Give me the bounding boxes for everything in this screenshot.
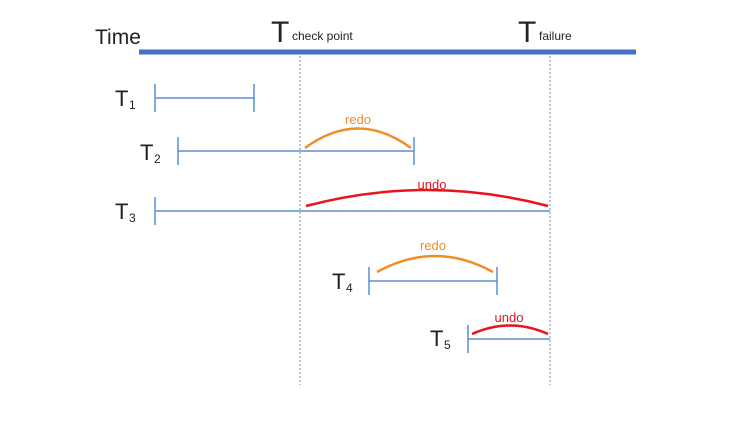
t5-undo-label: undo [495,310,524,325]
t2-label-sub: 2 [154,152,161,166]
t3-label-sub: 3 [129,211,136,225]
transaction-t3: T 3 undo [115,177,550,225]
checkpoint-label-sub: check point [292,29,353,43]
t3-undo-arc [305,188,549,208]
t1-label-sub: 1 [129,98,136,112]
t1-label-main: T [115,86,128,111]
t3-interval [154,197,550,225]
t2-redo-arc [304,127,412,150]
t2-interval [177,137,415,165]
t5-label-main: T [430,326,443,351]
t2-label-main: T [140,140,153,165]
t4-label-sub: 4 [346,281,353,295]
t4-redo-arc [376,254,494,274]
t4-redo-label: redo [420,238,446,253]
t4-interval [368,267,498,295]
t1-interval [154,84,255,112]
t3-undo-label: undo [418,177,447,192]
transaction-t4: T 4 redo [332,238,498,295]
transaction-t5: T 5 undo [430,310,550,353]
transaction-t2: T 2 redo [140,112,415,166]
time-axis-label: Time [95,26,141,49]
checkpoint-label-main: T [271,16,289,49]
t3-label-main: T [115,199,128,224]
t5-undo-arc [471,324,549,336]
t5-label-sub: 5 [444,338,451,352]
checkpoint-label: T check point [271,16,353,49]
t2-redo-label: redo [345,112,371,127]
t4-label-main: T [332,269,345,294]
failure-label-sub: failure [539,29,572,43]
t5-interval [467,325,550,353]
transaction-t1: T 1 [115,84,255,112]
failure-label-main: T [518,16,536,49]
failure-label: T failure [518,16,572,49]
